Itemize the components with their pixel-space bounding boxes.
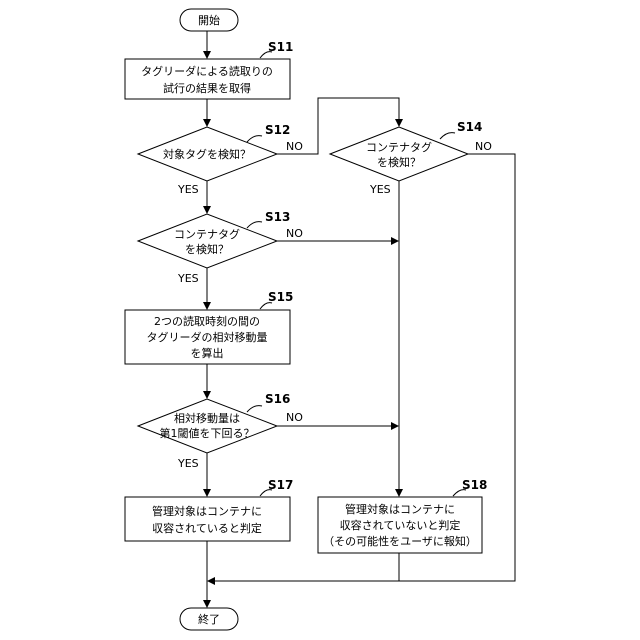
- s11-step: S11: [268, 40, 293, 54]
- s14-line1: コンテナタグ: [366, 140, 432, 154]
- s16-line2: 第1閾値を下回る？: [160, 426, 255, 440]
- decision-s14: コンテナタグ を検知？ S14 NO YES: [330, 120, 492, 196]
- s16-step: S16: [265, 392, 290, 406]
- start-label: 開始: [198, 13, 220, 27]
- process-s11: タグリーダによる読取りの 試行の結果を取得 S11: [125, 40, 293, 99]
- s14-line2: を検知？: [377, 155, 421, 169]
- s13-callout: [247, 222, 262, 228]
- s14-step: S14: [457, 120, 482, 134]
- s18-line3: （その可能性をユーザに報知）: [323, 534, 477, 548]
- s11-line2: 試行の結果を取得: [163, 81, 251, 95]
- s16-callout: [247, 406, 262, 412]
- s14-no-label: NO: [475, 140, 492, 153]
- s18-line1: 管理対象はコンテナに: [345, 502, 455, 516]
- decision-s16: 相対移動量は 第1閾値を下回る？ S16 NO YES: [138, 392, 303, 470]
- decision-s12: 対象タグを検知？ S12 NO YES: [138, 123, 303, 196]
- s15-step: S15: [268, 290, 293, 304]
- end-label: 終了: [198, 612, 220, 626]
- process-s18: 管理対象はコンテナに 収容されていないと判定 （その可能性をユーザに報知） S1…: [318, 478, 487, 553]
- s12-line1: 対象タグを検知？: [163, 147, 251, 161]
- process-s15: 2つの読取時刻の間の タグリーダの相対移動量 を算出 S15: [125, 290, 293, 364]
- s16-no-label: NO: [286, 411, 303, 424]
- s15-line3: を算出: [191, 346, 224, 360]
- s13-yes-label: YES: [177, 272, 199, 285]
- s12-no-label: NO: [286, 140, 303, 153]
- s18-line2: 収容されていないと判定: [340, 518, 461, 532]
- s13-line1: コンテナタグ: [174, 227, 240, 241]
- s12-callout: [247, 136, 262, 142]
- s15-line2: タグリーダの相対移動量: [147, 330, 268, 344]
- s14-yes-label: YES: [369, 183, 391, 196]
- s11-line1: タグリーダによる読取りの: [141, 64, 273, 78]
- s13-no-label: NO: [286, 227, 303, 240]
- s17-line2: 収容されていると判定: [152, 521, 262, 535]
- s12-step: S12: [265, 123, 290, 137]
- s15-line1: 2つの読取時刻の間の: [154, 314, 260, 328]
- end-terminal: 終了: [180, 608, 238, 630]
- s12-yes-label: YES: [177, 183, 199, 196]
- s13-step: S13: [265, 210, 290, 224]
- s16-line1: 相対移動量は: [174, 411, 240, 425]
- s18-step: S18: [462, 478, 487, 492]
- decision-s13: コンテナタグ を検知？ S13 NO YES: [138, 210, 303, 285]
- process-s17: 管理対象はコンテナに 収容されていると判定 S17: [125, 478, 293, 541]
- s13-line2: を検知？: [185, 242, 229, 256]
- s17-line1: 管理対象はコンテナに: [152, 504, 262, 518]
- s14-callout: [440, 133, 455, 139]
- s16-yes-label: YES: [177, 457, 199, 470]
- s17-step: S17: [268, 478, 293, 492]
- start-terminal: 開始: [180, 9, 238, 31]
